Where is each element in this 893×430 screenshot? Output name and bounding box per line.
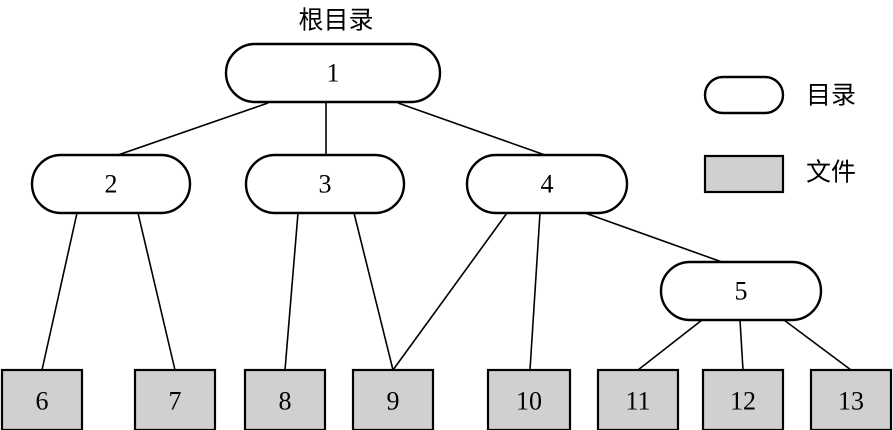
legend: 目录 文件 <box>703 75 856 194</box>
file-node-12: 12 <box>701 368 785 430</box>
edge-5-13 <box>783 319 852 371</box>
node-label-6: 6 <box>36 387 49 416</box>
node-label-5: 5 <box>735 277 748 306</box>
edge-5-12 <box>739 319 744 371</box>
file-node-7: 7 <box>133 368 217 430</box>
file-node-13: 13 <box>809 368 893 430</box>
node-label-10: 10 <box>516 387 542 416</box>
node-label-4: 4 <box>541 170 554 199</box>
file-node-6: 6 <box>0 368 84 430</box>
node-label-13: 13 <box>838 387 864 416</box>
legend-file-label: 文件 <box>806 158 856 187</box>
root-caption: 根目录 <box>298 6 373 35</box>
edge-4-9 <box>392 212 508 371</box>
edge-3-9 <box>353 212 394 371</box>
node-label-2: 2 <box>105 170 118 199</box>
node-label-8: 8 <box>279 387 292 416</box>
legend-directory-label: 目录 <box>806 81 856 110</box>
directory-node-1: 1 <box>224 42 442 104</box>
node-label-7: 7 <box>169 387 182 416</box>
edges <box>41 102 852 371</box>
legend-directory-swatch <box>703 75 785 115</box>
edge-5-11 <box>637 319 703 371</box>
edge-4-5 <box>584 212 723 263</box>
directory-node-4: 4 <box>465 153 629 215</box>
file-node-11: 11 <box>596 368 680 430</box>
legend-file-swatch <box>703 154 785 194</box>
edge-4-10 <box>529 212 541 371</box>
edge-2-6 <box>41 212 78 371</box>
directory-node-5: 5 <box>659 260 823 322</box>
edge-1-4 <box>397 102 546 156</box>
edge-1-2 <box>117 102 269 156</box>
node-label-9: 9 <box>387 387 400 416</box>
directory-node-2: 2 <box>30 153 192 215</box>
node-label-1: 1 <box>327 59 340 88</box>
directory-node-3: 3 <box>244 153 406 215</box>
file-node-10: 10 <box>486 368 572 430</box>
edge-2-7 <box>137 212 176 371</box>
node-label-11: 11 <box>625 387 650 416</box>
file-node-8: 8 <box>243 368 327 430</box>
node-label-12: 12 <box>730 387 756 416</box>
edge-3-8 <box>284 212 299 371</box>
node-label-3: 3 <box>319 170 332 199</box>
file-node-9: 9 <box>351 368 435 430</box>
